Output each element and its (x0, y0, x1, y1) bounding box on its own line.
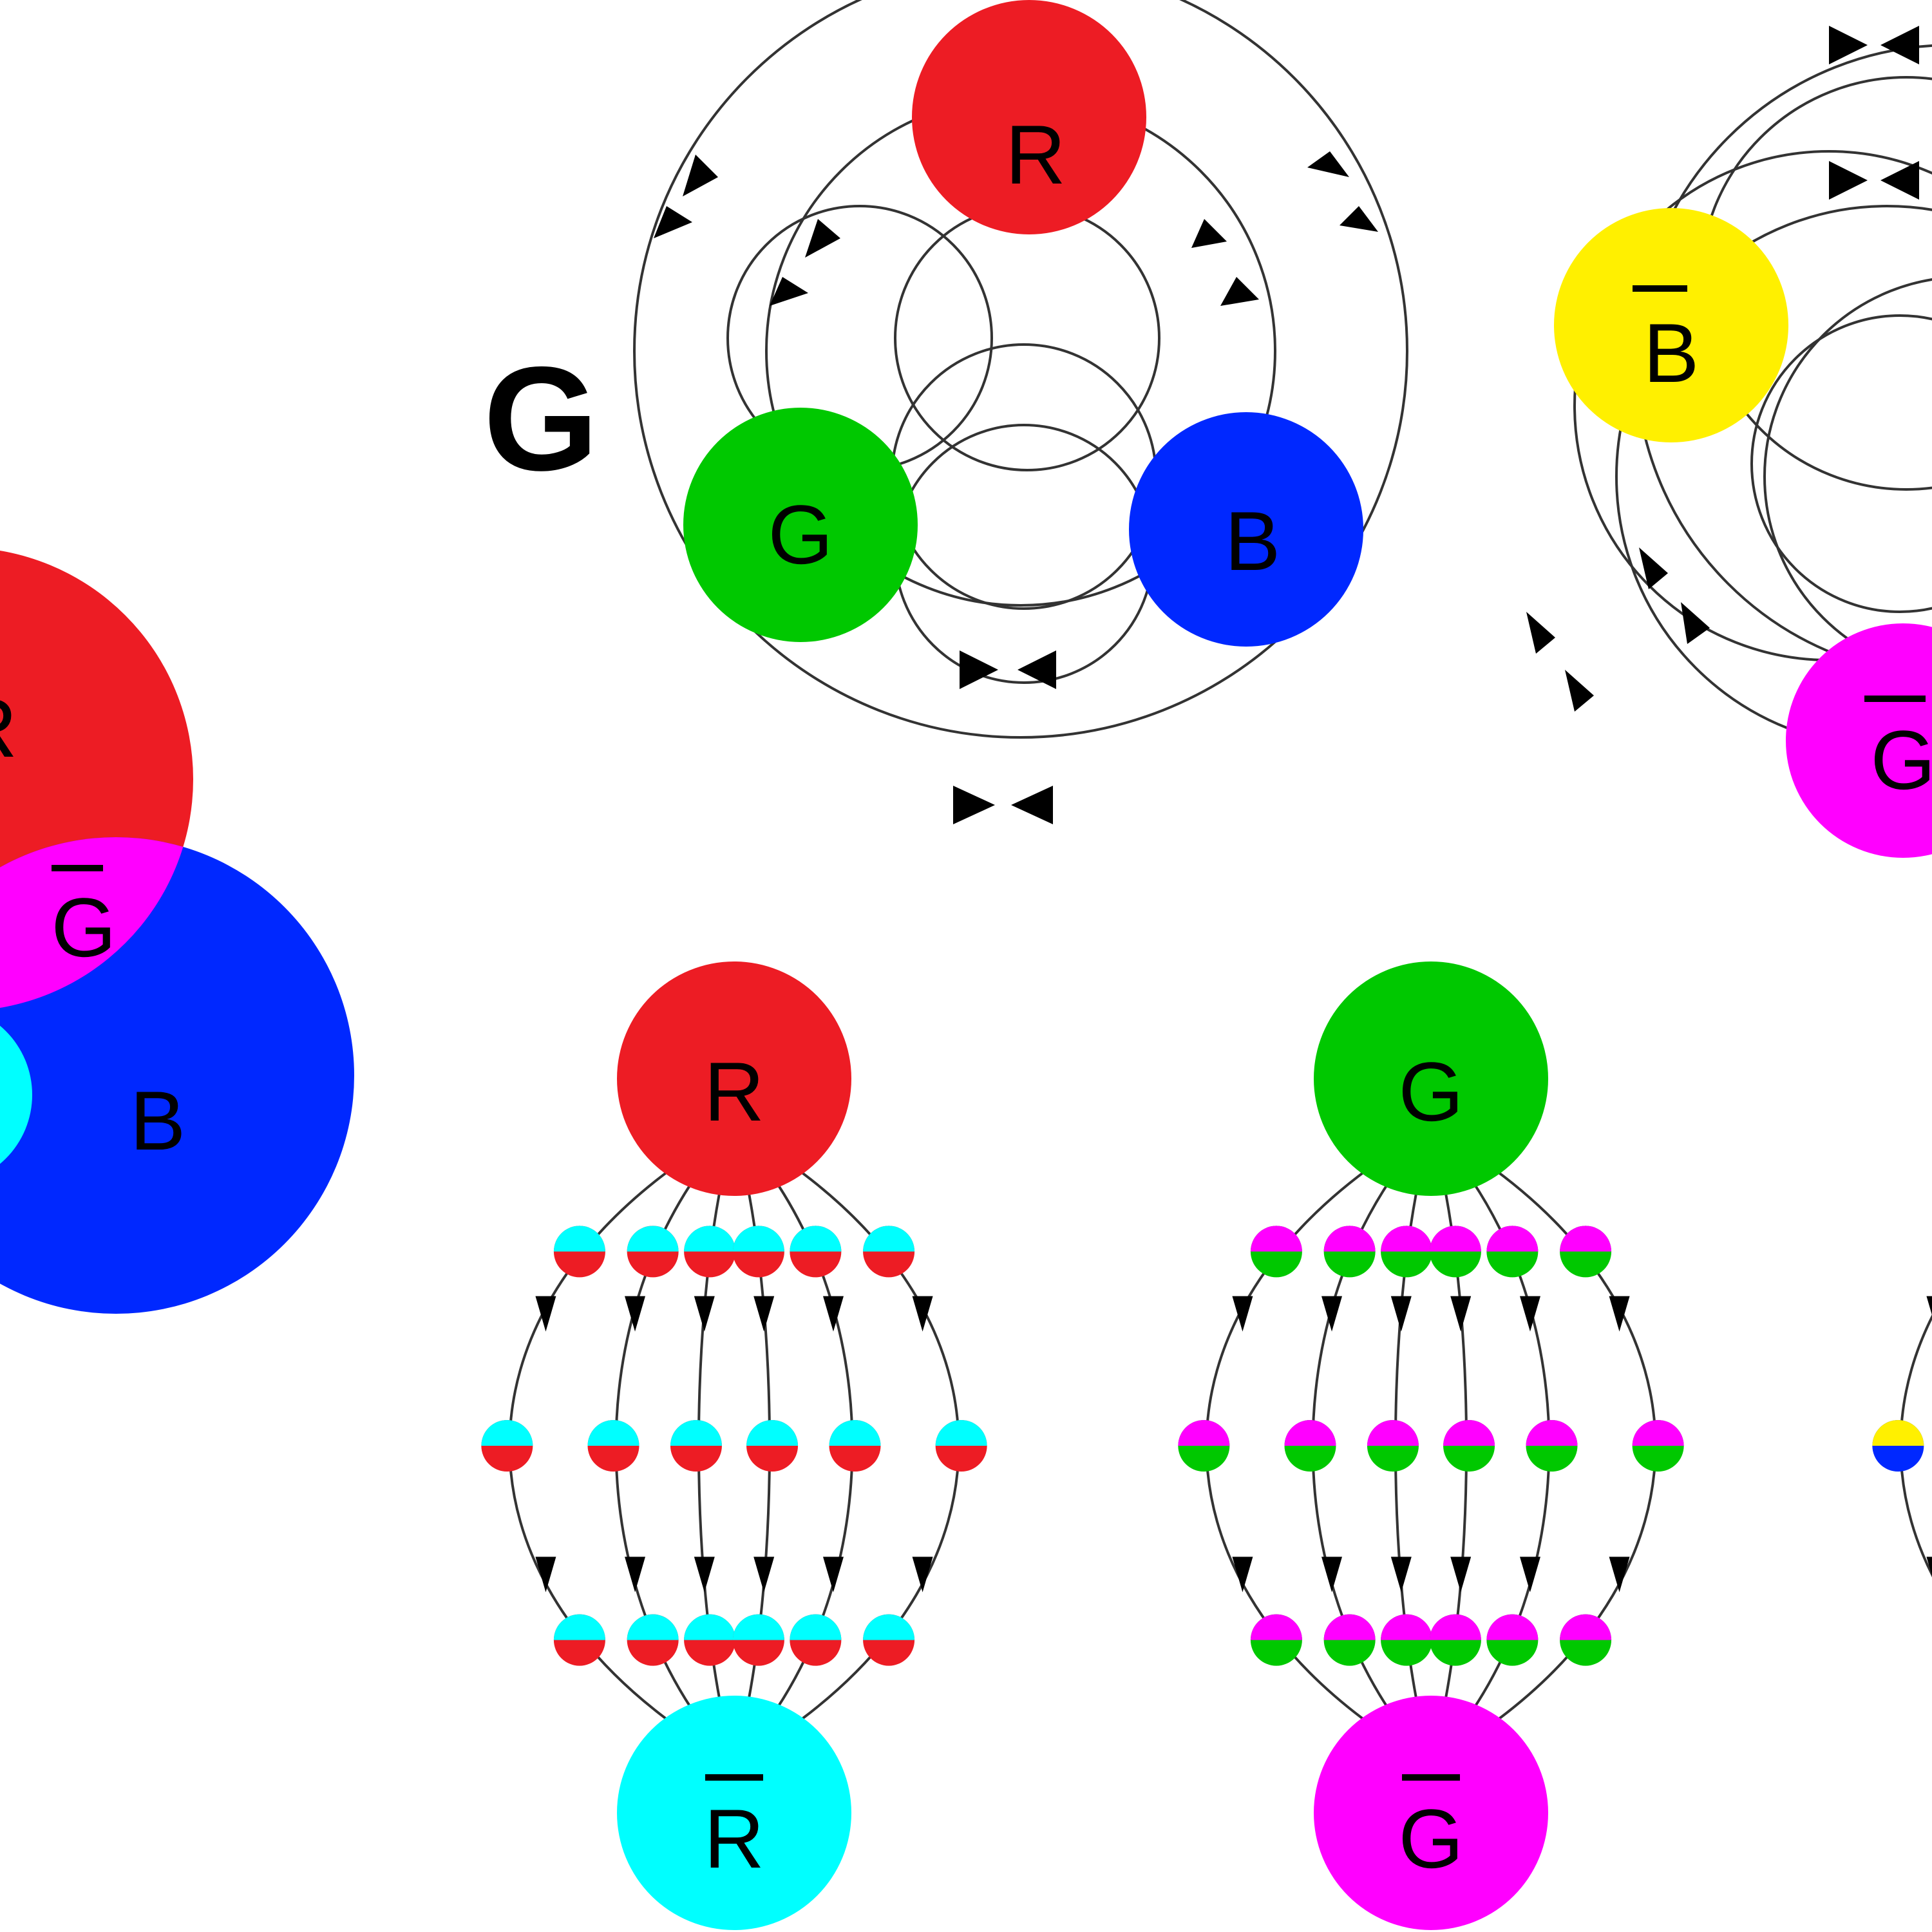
gluon-dot (1526, 1420, 1578, 1472)
chain-arrow (1926, 1296, 1932, 1316)
gluon-chain-2: GG (1178, 961, 1684, 1930)
chain-arrow (625, 1557, 646, 1593)
gluon-dot (1323, 1226, 1376, 1278)
chain-arrow (1450, 1557, 1472, 1593)
chain-arrow (535, 1557, 556, 1593)
chain-arrow (822, 1296, 844, 1332)
chain-arrow (753, 1557, 775, 1593)
gluon-dot (684, 1614, 736, 1666)
gluon-dot (1486, 1226, 1539, 1278)
gluon-dot (1250, 1614, 1302, 1666)
gluon-dot (1560, 1614, 1612, 1666)
network-node-red (912, 0, 1146, 234)
gluon-dot (790, 1226, 842, 1278)
venn-label-blue: B (130, 1074, 186, 1168)
gluon-dot (1443, 1420, 1495, 1472)
chain-arrow (1321, 1296, 1343, 1332)
chain-arrow (912, 1296, 933, 1332)
chain-arrow (694, 1557, 715, 1593)
gluon-dot (1381, 1226, 1433, 1278)
venn-diagram: R G B (0, 551, 354, 1314)
chain-node-bottom (1314, 1696, 1548, 1930)
chain-node-bottom (617, 1696, 851, 1930)
gluon-dot (1381, 1614, 1433, 1666)
network-heading: G (484, 336, 599, 502)
gluon-dot (1284, 1420, 1336, 1472)
chain-arrow (1450, 1296, 1472, 1332)
gluon-dot (829, 1420, 881, 1472)
chain-node-top-label: R (704, 1045, 764, 1139)
gluon-dot (1429, 1614, 1481, 1666)
chain-arrow (1926, 1557, 1932, 1576)
gluon-dot (627, 1226, 679, 1278)
network-node-red-label: R (1005, 108, 1066, 202)
gluon-chain-3 (1872, 1296, 1932, 1578)
gluon-dot (1872, 1420, 1924, 1472)
chain-arrow (822, 1557, 844, 1593)
network-node-green (683, 408, 918, 642)
gluon-dot (1560, 1226, 1612, 1278)
chain-arrow (1232, 1557, 1253, 1593)
network-node-green-label: G (768, 488, 833, 582)
gluon-dot (670, 1420, 722, 1472)
anticolor-node-antiblue (1554, 208, 1788, 442)
gluon-dot (553, 1614, 605, 1666)
gluon-chain-1: RR (481, 961, 987, 1930)
network-node-blue-label: B (1225, 494, 1281, 588)
gluon-dot (790, 1614, 842, 1666)
network-arrows (654, 151, 1378, 824)
chain-arrow (1609, 1296, 1630, 1332)
gluon-dot (732, 1614, 784, 1666)
chain-node-bottom-label: R (704, 1792, 764, 1886)
gluon-dot (587, 1420, 639, 1472)
color-network: G R G B (484, 0, 1408, 824)
gluon-dot (935, 1420, 987, 1472)
gluon-dot (1323, 1614, 1376, 1666)
chain-arrow (1609, 1557, 1630, 1593)
gluon-dot (1429, 1226, 1481, 1278)
chain-arrow (1519, 1557, 1540, 1593)
gluon-dot (1178, 1420, 1230, 1472)
chain-arrow (1390, 1296, 1412, 1332)
chain-arrow (694, 1296, 715, 1332)
gluon-dot (746, 1420, 799, 1472)
gluon-dot (1486, 1614, 1539, 1666)
gluon-dot (1250, 1226, 1302, 1278)
gluon-dot (863, 1226, 915, 1278)
venn-label-red: R (0, 681, 17, 775)
gluon-dot (627, 1614, 679, 1666)
chain-arrow (535, 1296, 556, 1332)
network-node-blue (1129, 412, 1363, 647)
venn-label-antigreen: G (51, 880, 116, 974)
chain-arrow (1232, 1296, 1253, 1332)
chain-node-top (1314, 961, 1548, 1196)
chain-node-bottom-label: G (1398, 1792, 1463, 1886)
chain-arrow (1390, 1557, 1412, 1593)
gluon-dot (863, 1614, 915, 1666)
chain-arrow (1519, 1296, 1540, 1332)
anticolor-node-antigreen (1786, 623, 1932, 858)
gluon-dot (732, 1226, 784, 1278)
chain-arrow (1321, 1557, 1343, 1593)
gluon-dot (1632, 1420, 1684, 1472)
anticolor-network: B G (1526, 26, 1932, 858)
chain-arrow (912, 1557, 933, 1593)
anticolor-arrows (1526, 26, 1919, 712)
gluon-dot (684, 1226, 736, 1278)
chain-arrow (753, 1296, 775, 1332)
gluon-dot (481, 1420, 533, 1472)
chain-node-top (617, 961, 851, 1196)
gluon-dot (553, 1226, 605, 1278)
anticolor-node-antigreen-label: G (1870, 713, 1932, 807)
chain-arrow (625, 1296, 646, 1332)
gluon-dot (1367, 1420, 1419, 1472)
chain-node-top-label: G (1398, 1045, 1463, 1139)
anticolor-node-antiblue-label: B (1643, 306, 1700, 400)
venn-cyan-circle (0, 1025, 32, 1164)
